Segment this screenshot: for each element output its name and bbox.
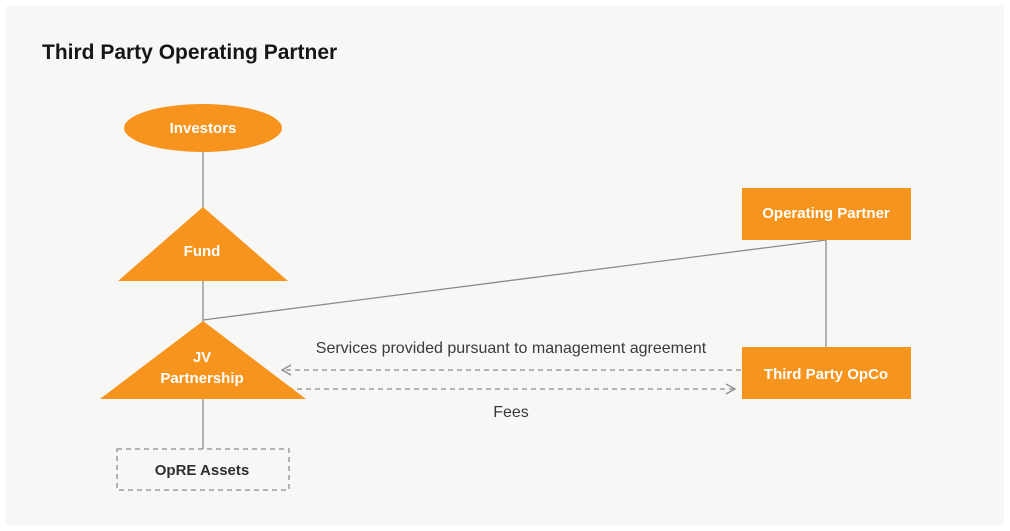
node-operating-partner-label: Operating Partner — [762, 205, 890, 222]
node-opre-assets: OpRE Assets — [116, 448, 290, 491]
node-jv-label-line2: Partnership — [160, 370, 243, 387]
node-third-party-opco: Third Party OpCo — [742, 347, 911, 399]
node-fund: Fund — [118, 207, 288, 281]
node-fund-label: Fund — [184, 243, 221, 260]
node-third-party-opco-label: Third Party OpCo — [764, 366, 888, 383]
node-investors-label: Investors — [170, 120, 237, 137]
node-jv-label-line1: JV — [193, 349, 211, 366]
edge-label-fees: Fees — [493, 404, 529, 421]
node-jv-partnership: JV Partnership — [100, 321, 306, 399]
node-operating-partner: Operating Partner — [742, 188, 911, 240]
node-opre-assets-label: OpRE Assets — [155, 462, 249, 479]
edge-label-services: Services provided pursuant to management… — [316, 340, 707, 357]
page-title: Third Party Operating Partner — [42, 41, 338, 64]
node-investors: Investors — [124, 104, 282, 152]
edge-operating-partner-jv — [202, 239, 827, 321]
